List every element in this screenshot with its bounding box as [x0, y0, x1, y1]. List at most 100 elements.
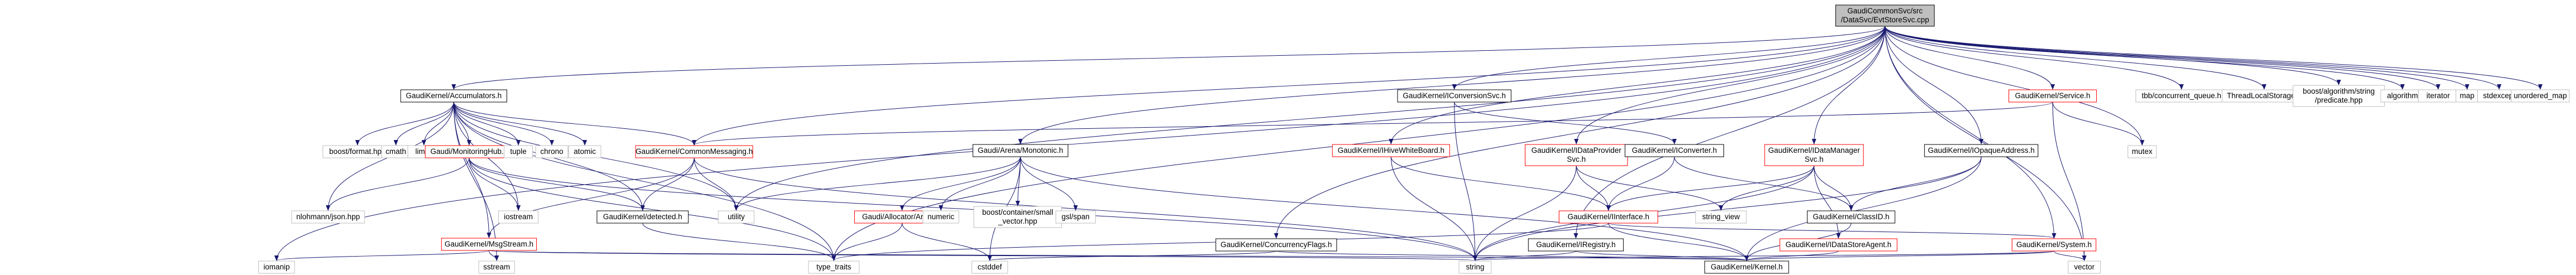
node-box: [478, 260, 515, 274]
edge-root-ihivewhiteboard: [1389, 26, 1886, 144]
node-mutex: mutex: [2127, 145, 2157, 158]
node-iopaqueaddress[interactable]: GaudiKernel/IOpaqueAddress.h: [1924, 144, 2039, 157]
node-box: [1458, 260, 1492, 274]
node-label: stdexcept: [2483, 91, 2515, 100]
node-concurrencyflags[interactable]: GaudiKernel/ConcurrencyFlags.h: [1215, 238, 1337, 252]
node-box: [1524, 144, 1628, 166]
node-tbbqueue: tbb/concurrent_queue.h: [2135, 89, 2228, 103]
edge-root-idataprovidersvc: [1574, 26, 1886, 144]
node-iconverter[interactable]: GaudiKernel/IConverter.h: [1625, 144, 1725, 157]
edge-accumulators-atomic: [453, 102, 588, 146]
node-box: [1055, 210, 1096, 224]
edge-root-concurrencyflags: [1274, 26, 1886, 239]
node-label: chrono: [540, 147, 563, 156]
node-boostpredicate: boost/algorithm/string/predicate.hpp: [2293, 85, 2385, 107]
node-box: [291, 210, 365, 224]
node-monotonic[interactable]: Gaudi/Arena/Monotonic.h: [972, 144, 1068, 157]
node-classid[interactable]: GaudiKernel/ClassID.h: [1807, 210, 1895, 224]
node-label: GaudiKernel/IDataProvider: [1532, 146, 1622, 155]
node-label: boost/algorithm/string: [2303, 87, 2375, 95]
node-label: GaudiKernel/Accumulators.h: [406, 91, 502, 100]
node-iregistry[interactable]: GaudiKernel/IRegistry.h: [1528, 238, 1624, 252]
node-gslspan: gsl/span: [1055, 210, 1096, 224]
node-box: [971, 260, 1008, 274]
node-kernel[interactable]: GaudiKernel/Kernel.h: [1704, 260, 1789, 274]
edge-idatamanagersvc-idatastoreagent: [1813, 165, 1841, 239]
edge-iconverter-iinterface: [1606, 156, 1675, 211]
node-stringview: string_view: [1695, 210, 1747, 224]
edge-iinterface-system: [1608, 223, 2056, 239]
edge-monotonic-kernel: [1020, 156, 1749, 261]
edge-service-mutex: [2052, 102, 2145, 146]
node-label: Gaudi/Arena/Monotonic.h: [978, 146, 1063, 155]
node-box: [635, 145, 753, 158]
node-box: [1625, 144, 1725, 157]
node-system[interactable]: GaudiKernel/System.h: [2011, 238, 2097, 252]
edge-iregistry-kernel: [1575, 250, 1749, 261]
node-msgstream[interactable]: GaudiKernel/MsgStream.h: [441, 238, 537, 251]
node-label: map: [2460, 91, 2474, 100]
node-box: [400, 89, 507, 103]
edge-concurrencyflags-cstddef: [988, 250, 1277, 261]
edge-system-string: [1474, 250, 2054, 261]
edge-root-utility: [734, 26, 1886, 211]
node-label: string: [1466, 263, 1484, 271]
edge-accumulators-commonmessaging: [453, 102, 697, 146]
node-box: [1779, 238, 1898, 252]
node-iinterface[interactable]: GaudiKernel/IInterface.h: [1558, 210, 1658, 224]
node-label: GaudiKernel/IRegistry.h: [1536, 240, 1615, 249]
node-smallvector: boost/container/small_vector.hpp: [974, 206, 1062, 228]
node-box: [1924, 144, 2039, 157]
node-label: GaudiKernel/ClassID.h: [1813, 213, 1889, 221]
edge-monotonic-gslspan: [1020, 156, 1078, 211]
node-label: sstream: [483, 263, 510, 271]
node-label: cmath: [386, 147, 406, 156]
node-label: mutex: [2132, 147, 2153, 156]
edge-monitoringhub-string: [469, 157, 1477, 261]
node-box: [808, 260, 860, 274]
node-box: [718, 210, 755, 224]
node-service[interactable]: GaudiKernel/Service.h: [2008, 89, 2097, 103]
node-label: GaudiKernel/IDataStoreAgent.h: [1785, 240, 1891, 249]
node-box: [1807, 210, 1895, 224]
node-box: [1558, 210, 1658, 224]
node-label: GaudiKernel/IInterface.h: [1568, 213, 1649, 221]
node-label: ThreadLocalStorage.h: [2227, 91, 2301, 100]
node-commonmessaging[interactable]: GaudiKernel/CommonMessaging.h: [635, 145, 753, 158]
node-utility: utility: [718, 210, 755, 224]
node-atomic: atomic: [568, 145, 601, 158]
edge-root-commonmessaging: [692, 26, 1886, 146]
node-ihivewhiteboard[interactable]: GaudiKernel/IHiveWhiteBoard.h: [1332, 144, 1450, 157]
node-label: Gaudi/Allocator/Arena.h: [862, 213, 942, 221]
node-label: nlohmann/json.hpp: [296, 213, 360, 221]
node-iconversionsvc[interactable]: GaudiKernel/IConversionSvc.h: [1397, 89, 1511, 103]
node-monitoringhub[interactable]: Gaudi/MonitoringHub.h: [425, 145, 513, 158]
node-label: GaudiKernel/IConverter.h: [1632, 146, 1717, 155]
node-box: [1704, 260, 1789, 274]
node-label: type_traits: [816, 263, 851, 271]
dependency-edges: [274, 26, 2543, 261]
edge-service-vector: [2052, 102, 2087, 261]
edge-idataprovidersvc-string: [1472, 165, 1577, 261]
edge-iregistry-string: [1473, 250, 1576, 261]
node-label: Gaudi/MonitoringHub.h: [430, 147, 508, 156]
edge-detected-typetraits: [642, 223, 836, 261]
node-idatastoreagent[interactable]: GaudiKernel/IDataStoreAgent.h: [1779, 238, 1898, 252]
edge-iinterface-kernel: [1608, 223, 1749, 261]
edge-iconverter-classid: [1674, 156, 1853, 211]
node-detected[interactable]: GaudiKernel/detected.h: [596, 210, 689, 224]
edge-ihivewhiteboard-string: [1390, 156, 1477, 261]
node-label: Svc.h: [1567, 155, 1586, 163]
node-iomanip: iomanip: [258, 260, 295, 274]
edge-iconversionsvc-string: [1454, 102, 1477, 261]
node-box: [1397, 89, 1511, 103]
edge-root-system: [1885, 26, 2057, 239]
node-cstddef: cstddef: [971, 260, 1008, 274]
edge-idataprovidersvc-stringview: [1576, 165, 1723, 211]
edge-iopaqueaddress-kernel: [1744, 156, 1982, 261]
node-accumulators[interactable]: GaudiKernel/Accumulators.h: [400, 89, 507, 103]
node-root[interactable]: GaudiCommonSvc/src/DataSvc/EvtStoreSvc.c…: [1835, 4, 1935, 27]
node-label: GaudiKernel/Service.h: [2015, 91, 2090, 100]
